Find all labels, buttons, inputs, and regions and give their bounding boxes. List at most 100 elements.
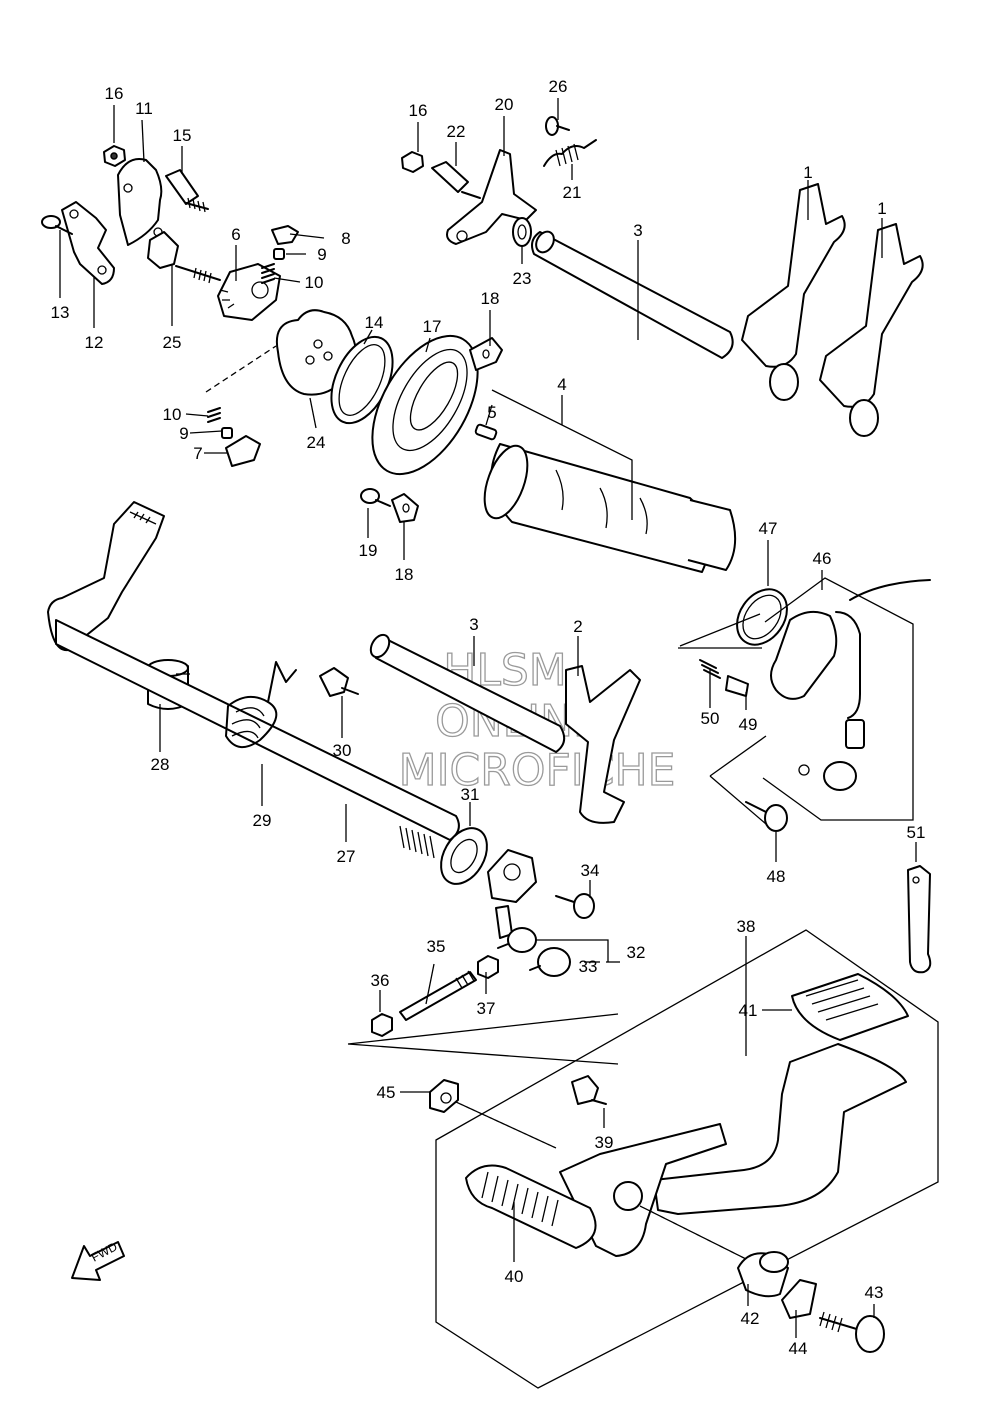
callout-18-lower: 18 bbox=[395, 565, 414, 584]
callout-43: 43 bbox=[865, 1283, 884, 1302]
callout-50: 50 bbox=[701, 709, 720, 728]
callout-13: 13 bbox=[51, 303, 70, 322]
part-34-bolt bbox=[555, 893, 595, 919]
part-19-screw bbox=[360, 488, 391, 507]
part-10-spring-lower bbox=[207, 407, 221, 423]
callout-labels: 16 11 15 13 12 6 8 9 10 25 14 17 24 10 9… bbox=[51, 77, 926, 1358]
callout-30: 30 bbox=[333, 741, 352, 760]
part-30-stud bbox=[319, 667, 359, 697]
shift-link-joint bbox=[487, 849, 537, 939]
part-31-seal bbox=[440, 827, 488, 885]
axis-line-pedal bbox=[455, 1101, 761, 1267]
callout-18-upper: 18 bbox=[481, 289, 500, 308]
callout-32: 32 bbox=[627, 943, 646, 962]
watermark-line-3: MICROFICHE bbox=[399, 745, 676, 796]
bracket-line-sensor bbox=[678, 613, 767, 825]
part-37-nut bbox=[477, 955, 499, 979]
part-9-pin-upper bbox=[273, 248, 285, 260]
part-18-washer-lower bbox=[391, 493, 419, 523]
callout-46: 46 bbox=[813, 549, 832, 568]
part-10-spring-upper bbox=[261, 263, 275, 284]
bracket-box-38 bbox=[435, 929, 939, 1389]
part-6-cam-gear bbox=[217, 263, 281, 321]
part-29-spring bbox=[225, 661, 297, 748]
callout-9: 9 bbox=[317, 245, 326, 264]
part-27-spline bbox=[399, 825, 435, 859]
callout-7: 7 bbox=[193, 444, 202, 463]
callout-23: 23 bbox=[513, 269, 532, 288]
part-51-strap bbox=[907, 865, 932, 974]
callout-15: 15 bbox=[173, 126, 192, 145]
part-39-pivot-bolt bbox=[571, 1075, 607, 1105]
fwd-direction-arrow-icon: FWD bbox=[71, 1239, 125, 1281]
callout-21: 21 bbox=[563, 183, 582, 202]
callout-33: 33 bbox=[579, 957, 598, 976]
callout-29: 29 bbox=[253, 811, 272, 830]
callout-34: 34 bbox=[581, 861, 600, 880]
callout-19: 19 bbox=[359, 541, 378, 560]
callout-47: 47 bbox=[759, 519, 778, 538]
callout-25: 25 bbox=[163, 333, 182, 352]
part-40-pedal-rubber bbox=[465, 1164, 597, 1249]
callout-2: 2 bbox=[573, 617, 582, 636]
callout-1-a: 1 bbox=[803, 163, 812, 182]
callout-10: 10 bbox=[305, 273, 324, 292]
misc-line bbox=[176, 673, 190, 675]
part-41-pedal-pad bbox=[791, 973, 909, 1041]
part-33-ball-joint-b bbox=[529, 947, 571, 977]
callout-5: 5 bbox=[487, 403, 496, 422]
bracket-line-32 bbox=[536, 939, 609, 962]
part-17-bearing bbox=[371, 334, 479, 476]
callout-51: 51 bbox=[907, 823, 926, 842]
part-22-stud bbox=[431, 161, 481, 199]
part-25-bolt bbox=[147, 231, 221, 284]
part-46-sensor-assembly bbox=[762, 577, 931, 821]
part-2-fork bbox=[565, 665, 641, 824]
callout-12: 12 bbox=[85, 333, 104, 352]
callout-16: 16 bbox=[105, 84, 124, 103]
callout-20: 20 bbox=[495, 95, 514, 114]
callout-35: 35 bbox=[427, 937, 446, 956]
callout-26: 26 bbox=[549, 77, 568, 96]
bracket-line-rod bbox=[347, 1013, 619, 1065]
callout-24: 24 bbox=[307, 433, 326, 452]
gear-shift-lever-arm bbox=[47, 501, 460, 841]
callout-36: 36 bbox=[371, 971, 390, 990]
part-43-bolt bbox=[819, 1311, 885, 1353]
bracket-line-drum bbox=[491, 389, 633, 520]
part-35-rod bbox=[399, 970, 477, 1021]
part-44-washer bbox=[781, 1279, 817, 1319]
callout-39: 39 bbox=[595, 1133, 614, 1152]
callout-41: 41 bbox=[739, 1001, 758, 1020]
part-11-plate bbox=[117, 158, 163, 246]
part-9-pin-lower bbox=[221, 427, 233, 439]
part-3-shaft-upper bbox=[531, 230, 734, 359]
callout-17: 17 bbox=[423, 317, 442, 336]
part-18-washer-upper bbox=[469, 337, 503, 371]
callout-40: 40 bbox=[505, 1267, 524, 1286]
callout-10-lower: 10 bbox=[163, 405, 182, 424]
part-47-o-ring bbox=[736, 588, 788, 646]
callout-28: 28 bbox=[151, 755, 170, 774]
part-48-screw bbox=[745, 801, 788, 832]
callout-14: 14 bbox=[365, 313, 384, 332]
part-3-shaft-lower bbox=[369, 633, 566, 753]
part-42-bushing bbox=[737, 1251, 789, 1298]
callout-22: 22 bbox=[447, 122, 466, 141]
callout-31: 31 bbox=[461, 785, 480, 804]
leader-lines bbox=[59, 98, 917, 1338]
part-5-pin bbox=[474, 423, 498, 441]
part-49-pin bbox=[725, 675, 749, 697]
part-8-pin bbox=[271, 225, 299, 245]
callout-16-right: 16 bbox=[409, 101, 428, 120]
part-16-nut-right bbox=[401, 151, 424, 173]
callout-11: 11 bbox=[135, 99, 153, 118]
callout-4: 4 bbox=[557, 375, 566, 394]
callout-6: 6 bbox=[231, 225, 240, 244]
part-1-fork-b bbox=[819, 223, 924, 437]
part-33-ball-joint-a bbox=[497, 927, 537, 953]
part-20-shift-arm bbox=[446, 149, 537, 245]
callout-27: 27 bbox=[337, 847, 356, 866]
shift-pedal-lever bbox=[559, 1123, 727, 1257]
